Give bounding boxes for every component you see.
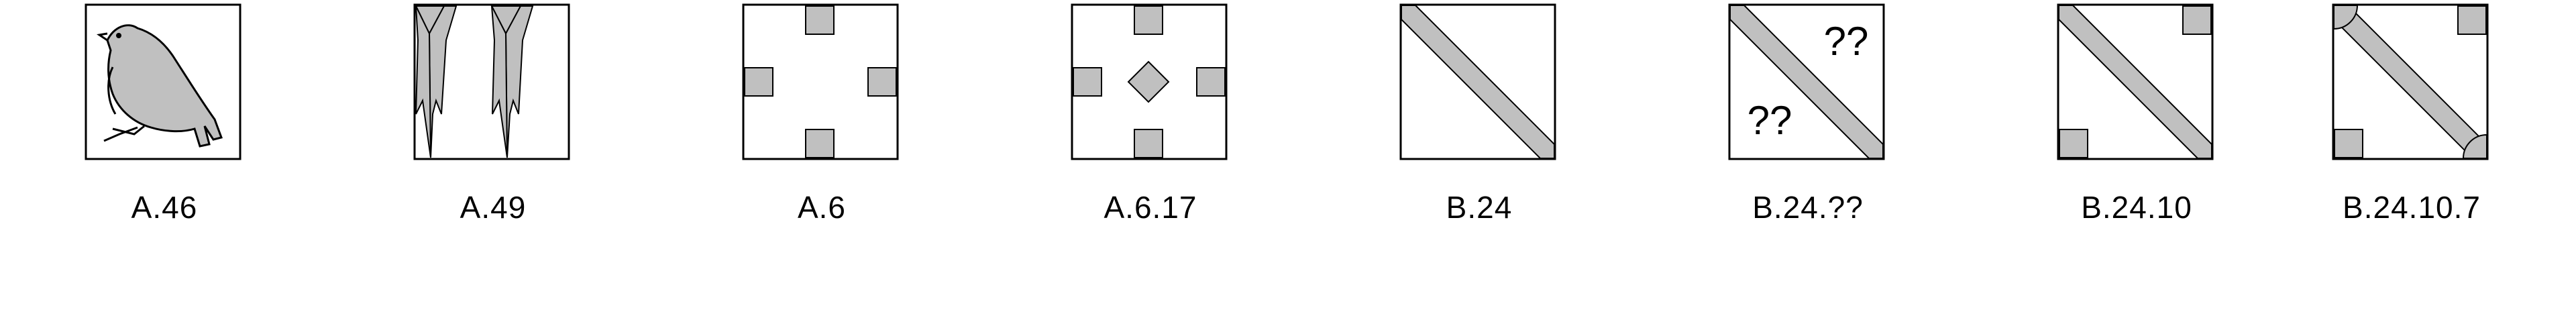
question-mark-top: ??: [1824, 19, 1869, 64]
diagonal-band-icon: [1399, 3, 1556, 160]
tile-a6-17: A.6.17: [986, 0, 1315, 322]
four-squares-icon: [742, 3, 899, 160]
tile-label: A.6: [797, 190, 847, 225]
tile-b24-10-7: B.24.10.7: [2247, 0, 2576, 322]
tile-label: A.6.17: [1104, 190, 1197, 225]
diagonal-band-corners-icon: [2057, 3, 2214, 160]
four-squares-diamond-icon: [1071, 3, 1228, 160]
bird-icon: [85, 3, 241, 160]
tile-label: B.24.??: [1752, 190, 1864, 225]
tile-a49: A.49: [329, 0, 657, 322]
tile-label: B.24.10: [2081, 190, 2192, 225]
tile-a46: A.46: [0, 0, 329, 322]
tile-label: B.24: [1446, 190, 1513, 225]
tile-label: A.49: [460, 190, 527, 225]
tile-label: A.46: [131, 190, 198, 225]
diagonal-band-corners-arcs-icon: [2332, 3, 2489, 160]
tile-b24-unknown: ?? ?? B.24.??: [1644, 0, 1972, 322]
diagonal-band-question-icon: ?? ??: [1728, 3, 1885, 160]
double-arrow-icon: [413, 3, 570, 160]
question-mark-bottom: ??: [1748, 98, 1792, 143]
tile-label: B.24.10.7: [2343, 190, 2481, 225]
tile-a6: A.6: [657, 0, 986, 322]
tile-b24: B.24: [1315, 0, 1644, 322]
tile-b24-10: B.24.10: [1972, 0, 2301, 322]
